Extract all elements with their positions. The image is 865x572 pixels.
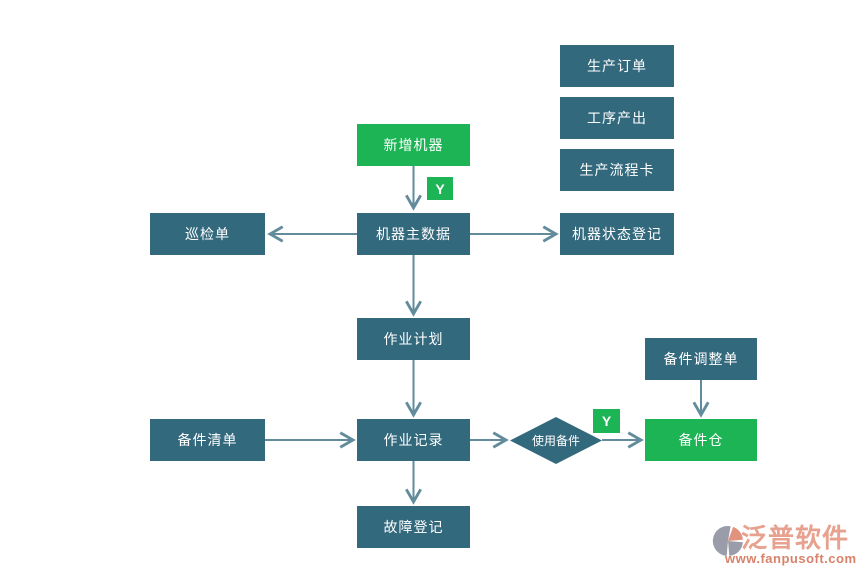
node-machine-master-data: 机器主数据 — [357, 213, 470, 255]
brand-website: www.fanpusoft.com — [725, 551, 857, 566]
node-inspection-sheet: 巡检单 — [150, 213, 265, 255]
node-spare-parts-warehouse: 备件仓 — [645, 419, 757, 461]
brand-name: 泛普软件 — [741, 523, 850, 553]
yes-badge-right: Y — [593, 409, 620, 433]
node-work-plan: 作业计划 — [357, 318, 470, 360]
node-production-order: 生产订单 — [560, 45, 674, 87]
node-work-record: 作业记录 — [357, 419, 470, 461]
node-spare-parts-list: 备件清单 — [150, 419, 265, 461]
node-fault-register: 故障登记 — [357, 506, 470, 548]
node-use-spare-parts-decision: 使用备件 — [510, 417, 602, 464]
node-machine-status-register: 机器状态登记 — [560, 213, 674, 255]
node-process-output: 工序产出 — [560, 97, 674, 139]
fanpu-logo-icon — [712, 525, 743, 556]
fanpu-watermark: 泛普软件 www.fanpusoft.com — [709, 524, 859, 566]
node-production-flow-card: 生产流程卡 — [560, 149, 674, 191]
node-new-machine: 新增机器 — [357, 124, 470, 166]
yes-badge-top: Y — [427, 177, 453, 200]
node-spare-parts-adjustment: 备件调整单 — [645, 338, 757, 380]
